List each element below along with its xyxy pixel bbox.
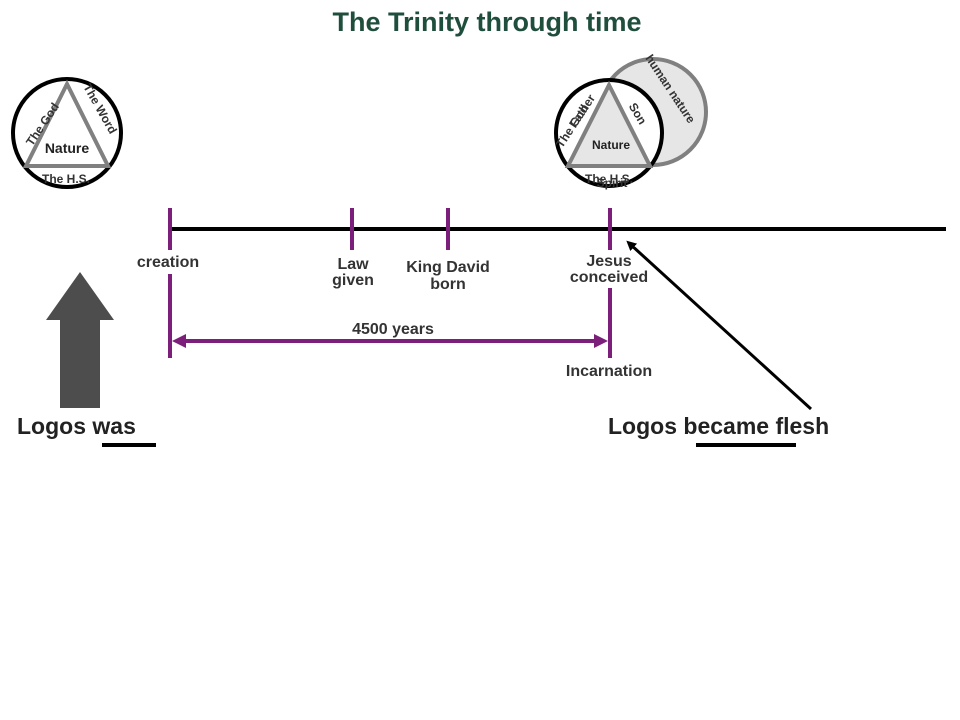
span-label: 4500 years [352,321,434,338]
logos-became-prefix: Logos [608,413,683,439]
event-jesus-label-1: Jesus [586,253,631,270]
event-jesus-label-2: conceived [570,269,648,286]
logos-became-suffix: flesh [769,413,829,439]
span-arrow-right [594,334,608,348]
diagonal-arrow [626,240,813,411]
span-arrow-left [172,334,186,348]
logos-became-label: Logos became flesh [608,413,829,439]
up-arrow-icon [46,272,114,408]
event-law-label-2: given [332,272,374,289]
logos-was-prefix: Logos [17,413,92,439]
trinity-triangle-right [564,80,654,168]
incarnation-label: Incarnation [566,363,652,380]
timeline: creation Law given King David born Jesus… [137,208,946,380]
trinity-diagram-left: The God The Word Nature The H.S. [11,77,123,189]
event-david-label-2: born [430,276,466,293]
trinity-circle-left [11,77,123,189]
event-creation-label: creation [137,254,199,271]
logos-was-emphasis: was [91,413,135,439]
trinity-right-bottom-label-b: Spirit [597,176,628,190]
trinity-left-nature: Nature [45,140,90,156]
event-david-label-1: King David [406,259,490,276]
event-law-label-1: Law [337,256,369,273]
logos-became-emphasis: became [683,413,769,439]
trinity-right-nature: Nature [592,138,630,152]
trinity-triangle-left [22,79,112,168]
logos-was-label: Logos was [17,413,136,439]
page-title: The Trinity through time [333,7,642,37]
trinity-diagram-right: human nature The God Father Son Nature T… [553,52,708,190]
trinity-left-bottom-label: The H.S. [42,172,90,186]
trinity-right-bottom-label-a: The H.S. [585,172,633,186]
